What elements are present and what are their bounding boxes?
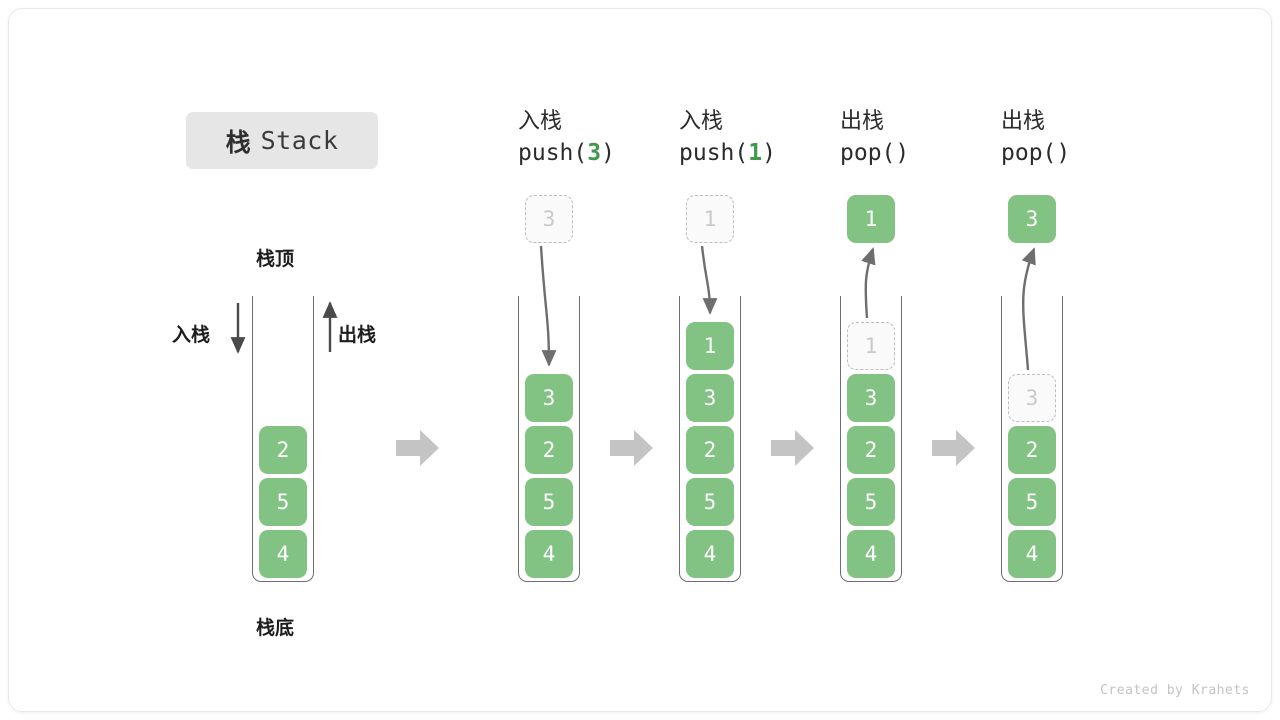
popped-element: 3 xyxy=(1008,195,1056,243)
stack-top-label: 栈顶 xyxy=(256,249,295,270)
stack-element: 4 xyxy=(259,530,307,578)
stack-element: 5 xyxy=(525,478,573,526)
stack-element: 3 xyxy=(525,374,573,422)
stack-element: 2 xyxy=(1008,426,1056,474)
stack-element-ghost: 3 xyxy=(1008,374,1056,422)
credit-text: Created by Krahets xyxy=(1100,683,1250,698)
code-argument: 1 xyxy=(748,140,763,166)
stage-header-cn: 入栈 xyxy=(518,108,563,133)
code-close-paren: ) xyxy=(1056,140,1071,166)
code-fn-name: pop( xyxy=(840,140,896,166)
stack-element: 4 xyxy=(686,530,734,578)
stage-header-cn: 出栈 xyxy=(1001,108,1046,133)
stack-element: 5 xyxy=(686,478,734,526)
popped-element: 1 xyxy=(847,195,895,243)
code-argument: 3 xyxy=(587,140,602,166)
stack-element: 4 xyxy=(525,530,573,578)
incoming-element-ghost: 1 xyxy=(686,195,734,243)
stage-header-pop-1: 出栈 pop() xyxy=(840,106,909,170)
code-close-paren: ) xyxy=(601,140,615,166)
stage-tube-pop-3 xyxy=(1001,296,1063,582)
code-fn-name: push( xyxy=(679,140,749,166)
stage-header-push-1: 入栈 push(1) xyxy=(679,106,776,170)
stage-header-cn: 出栈 xyxy=(840,108,885,133)
stack-element: 5 xyxy=(847,478,895,526)
stack-element: 2 xyxy=(259,426,307,474)
stage-header-code: push(1) xyxy=(679,136,776,170)
stack-element: 5 xyxy=(259,478,307,526)
stack-element: 3 xyxy=(847,374,895,422)
code-fn-name: pop( xyxy=(1001,140,1057,166)
initial-stack-tube xyxy=(252,296,314,582)
title-badge: 栈 Stack xyxy=(186,112,378,169)
stack-element: 2 xyxy=(525,426,573,474)
code-fn-name: push( xyxy=(518,140,588,166)
stack-element: 5 xyxy=(1008,478,1056,526)
stage-header-pop-3: 出栈 pop() xyxy=(1001,106,1070,170)
stage-tube-pop-1 xyxy=(840,296,902,582)
stage-header-push-3: 入栈 push(3) xyxy=(518,106,615,170)
push-direction-label: 入栈 xyxy=(172,325,211,346)
stack-bottom-label: 栈底 xyxy=(256,618,295,639)
stack-element: 4 xyxy=(847,530,895,578)
stage-header-code: pop() xyxy=(1001,136,1070,170)
stack-element: 2 xyxy=(847,426,895,474)
stack-element: 2 xyxy=(686,426,734,474)
pop-direction-label: 出栈 xyxy=(338,325,377,346)
stage-header-code: pop() xyxy=(840,136,909,170)
stage-transition-arrow-1 xyxy=(396,427,440,469)
stage-header-code: push(3) xyxy=(518,136,615,170)
code-close-paren: ) xyxy=(895,140,910,166)
stage-tube-push-3 xyxy=(518,296,580,582)
stage-tube-push-1 xyxy=(679,296,741,582)
title-cn: 栈 xyxy=(225,128,251,157)
stack-element-ghost: 1 xyxy=(847,322,895,370)
incoming-element-ghost: 3 xyxy=(525,195,573,243)
stack-element: 1 xyxy=(686,322,734,370)
stage-header-cn: 入栈 xyxy=(679,108,724,133)
title-en: Stack xyxy=(260,126,339,155)
code-close-paren: ) xyxy=(762,140,776,166)
stage-transition-arrow-3 xyxy=(771,427,815,469)
stage-transition-arrow-2 xyxy=(610,427,654,469)
stage-transition-arrow-4 xyxy=(932,427,976,469)
stack-element: 3 xyxy=(686,374,734,422)
stack-element: 4 xyxy=(1008,530,1056,578)
